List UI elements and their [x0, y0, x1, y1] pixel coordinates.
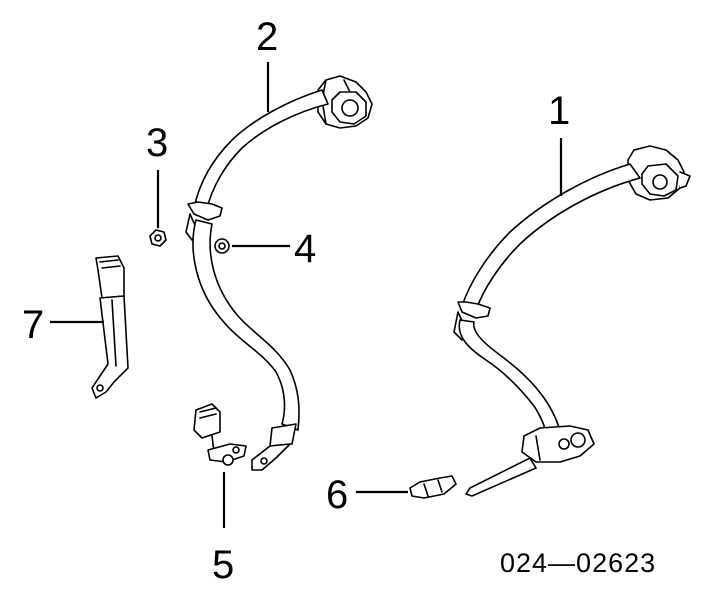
callout-7: 7 [22, 303, 44, 347]
part-2-retractor [317, 75, 373, 129]
callout-5: 5 [212, 543, 234, 587]
part-3-nut [149, 229, 167, 247]
part-1-retractor [627, 145, 691, 201]
part-6-connector [409, 475, 457, 499]
part-1-seat-belt [453, 145, 691, 497]
part-2-seat-belt [185, 75, 373, 471]
part-7-bracket [91, 255, 129, 399]
part-4-washer [214, 238, 230, 254]
callout-4: 4 [294, 227, 316, 271]
callout-1: 1 [548, 89, 570, 133]
part-1-anchor [465, 425, 595, 497]
part-5-buckle [193, 403, 247, 466]
callout-6: 6 [326, 473, 348, 517]
callout-3: 3 [146, 121, 168, 165]
part-2-end-fitting [251, 423, 297, 471]
diagram-reference-number: 024—02623 [500, 548, 656, 578]
callout-2: 2 [256, 15, 278, 59]
